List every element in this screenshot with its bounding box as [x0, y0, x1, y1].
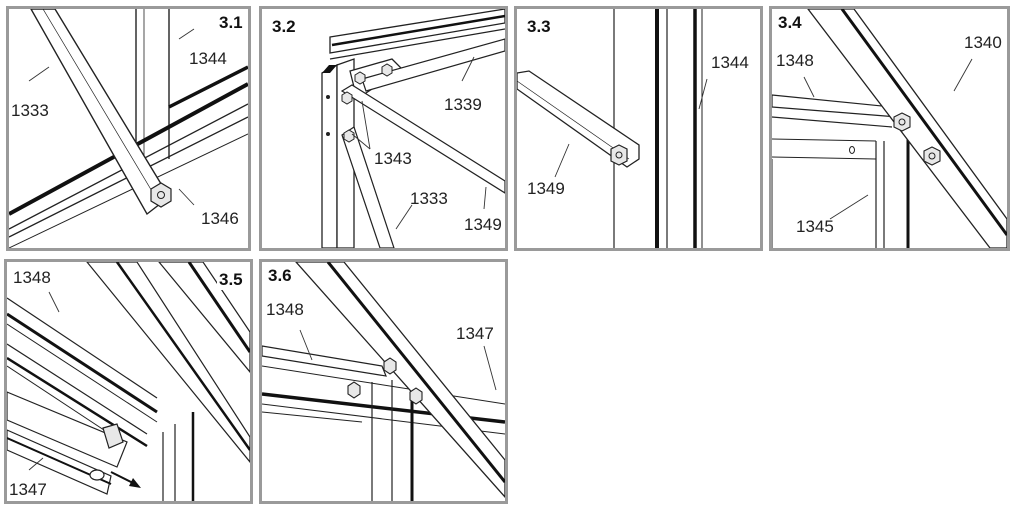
step-number: 3.2	[270, 17, 298, 37]
panel-3-4: 3.4 1348 1340 1345	[769, 6, 1010, 251]
step-number: 3.1	[217, 13, 245, 33]
panel-3-3: 3.3 1344 1349	[514, 6, 763, 251]
part-label-1344: 1344	[711, 53, 749, 72]
part-label-1340: 1340	[964, 33, 1002, 52]
part-label-1339: 1339	[444, 95, 482, 114]
part-label-1343: 1343	[374, 149, 412, 168]
panel-3-2: 3.2 1339 1343 1333 1349	[259, 6, 508, 251]
part-label-1349: 1349	[464, 215, 502, 234]
part-label-1345: 1345	[796, 217, 834, 236]
part-label-1348: 1348	[776, 51, 814, 70]
part-label-1333: 1333	[410, 189, 448, 208]
part-label-1347: 1347	[456, 324, 494, 343]
part-label-1347: 1347	[9, 480, 47, 499]
panel-3-2-drawing	[262, 9, 505, 248]
part-label-1346: 1346	[201, 209, 239, 228]
panel-3-3-drawing	[517, 9, 760, 248]
part-label-1348: 1348	[266, 300, 304, 319]
part-label-1348: 1348	[13, 268, 51, 287]
step-number: 3.6	[266, 266, 294, 286]
panel-3-4-drawing	[772, 9, 1007, 248]
step-number: 3.4	[776, 13, 804, 33]
panel-3-6-drawing	[262, 262, 505, 501]
part-label-1344: 1344	[189, 49, 227, 68]
panel-3-1-drawing	[9, 9, 248, 248]
part-label-1333: 1333	[11, 101, 49, 120]
panel-3-5-drawing	[7, 262, 250, 501]
part-label-1349: 1349	[527, 179, 565, 198]
step-number: 3.5	[217, 270, 245, 290]
step-number: 3.3	[525, 17, 553, 37]
panel-3-6: 3.6 1348 1347	[259, 259, 508, 504]
panel-3-5: 3.5 1348 1347	[4, 259, 253, 504]
panel-3-1: 3.1 1344 1333 1346	[6, 6, 251, 251]
